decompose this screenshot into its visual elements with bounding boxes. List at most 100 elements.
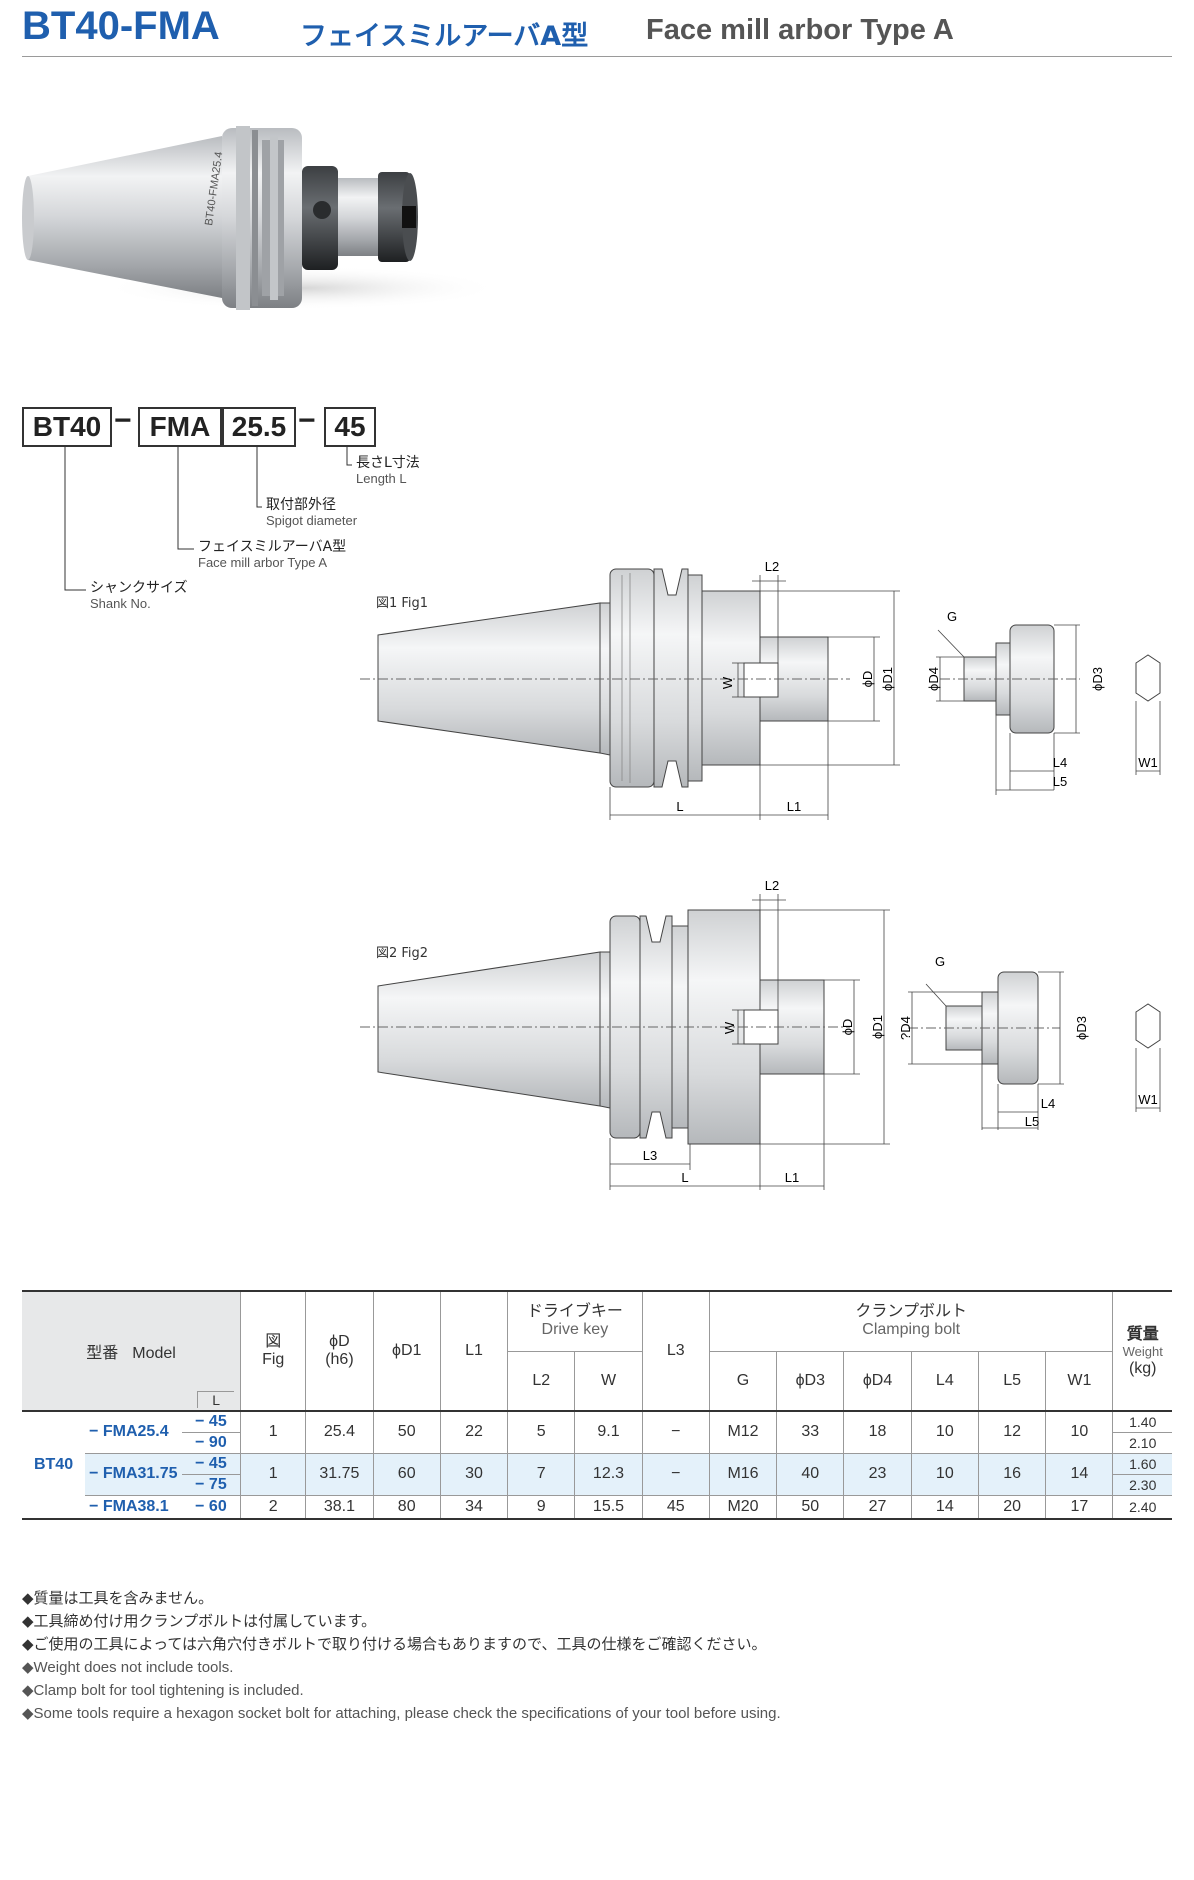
fig2-drawing: L3 L L1 L2 W ϕD ϕD1 G ?D4 ϕD3 L4 L5 W1: [360, 880, 1161, 1190]
fig1-drawing: L L1 L2 W ϕD ϕD1 G ϕD4 ϕD3 L4 L5 W1: [360, 559, 1161, 820]
fig-cell: 1: [240, 1453, 306, 1495]
l5-cell: 20: [977, 1495, 1046, 1519]
fig2-dim-L3: L3: [643, 1148, 657, 1163]
w-cell: 12.3: [574, 1453, 643, 1495]
model-cell: − FMA25.4: [89, 1423, 169, 1441]
d-cell: 25.4: [305, 1411, 374, 1453]
l-cell: − 75: [195, 1475, 227, 1493]
l-cell: − 60: [195, 1497, 227, 1515]
fig2-dim-G: G: [935, 954, 945, 969]
code-legend-type: フェイスミルアーバA型 Face mill arbor Type A: [198, 539, 347, 570]
code-part-spigot: 25.5: [222, 407, 296, 447]
fig1-dim-L4: L4: [1053, 755, 1067, 770]
fig2-dim-L: L: [681, 1170, 688, 1185]
notes: ◆質量は工具を含みません。 ◆工具締め付け用クランプボルトは付属しています。 ◆…: [22, 1587, 781, 1725]
header-D3: ϕD3: [776, 1351, 844, 1411]
fig2-dim-D4: ?D4: [898, 1016, 913, 1040]
table-row: − 90 2.10: [22, 1432, 1172, 1453]
l2-cell: 7: [507, 1453, 575, 1495]
fig1-dim-W: W: [720, 676, 735, 689]
d4-cell: 23: [843, 1453, 912, 1495]
l2-cell: 9: [507, 1495, 575, 1519]
shank-cell: BT40: [33, 1456, 74, 1473]
fig2-dim-L4: L4: [1041, 1096, 1055, 1111]
table-row: BT40 − FMA25.4 − 45 1 25.4 50 22 5 9.1 −…: [22, 1411, 1172, 1473]
fig1-dim-L5: L5: [1053, 774, 1067, 789]
fig-cell: 2: [240, 1495, 306, 1519]
fig2-dim-D1: ϕD1: [870, 1015, 885, 1039]
header-L3: L3: [641, 1291, 710, 1411]
d1-cell: 60: [372, 1453, 441, 1495]
fig1-dim-D: ϕD: [860, 671, 875, 688]
w1-cell: 10: [1045, 1411, 1113, 1453]
l1-cell: 34: [439, 1495, 508, 1519]
product-photo: BT40-FMA25.4: [22, 126, 492, 310]
fig1-dim-W1: W1: [1138, 755, 1158, 770]
header-L2: L2: [507, 1351, 575, 1411]
d-cell: 38.1: [305, 1495, 374, 1519]
table-row: − FMA38.1 − 60 2 38.1 80 34 9 15.5 45 M2…: [22, 1495, 1172, 1519]
header-L: L: [197, 1391, 235, 1408]
l4-cell: 14: [910, 1495, 979, 1519]
d4-cell: 27: [843, 1495, 912, 1519]
weight-cell: 2.40: [1112, 1495, 1172, 1519]
note-socket-en: ◆Some tools require a hexagon socket bol…: [22, 1705, 781, 1722]
l-cell: − 45: [181, 1411, 241, 1433]
code-legend-length: 長さL寸法 Length L: [356, 455, 420, 486]
note-bolt-en: ◆Clamp bolt for tool tightening is inclu…: [22, 1682, 304, 1699]
weight-cell: 1.60: [1112, 1453, 1172, 1475]
l-cell: − 90: [195, 1433, 227, 1451]
fig-cell: 1: [240, 1411, 306, 1453]
fig1-dim-L: L: [676, 799, 683, 814]
w-cell: 15.5: [574, 1495, 643, 1519]
note-socket-jp: ◆ご使用の工具によっては六角穴付きボルトで取り付ける場合もありますので、工具の仕…: [22, 1635, 767, 1653]
weight-cell: 1.40: [1112, 1411, 1172, 1433]
d-cell: 31.75: [305, 1453, 374, 1495]
l3-cell: 45: [641, 1495, 710, 1519]
w1-cell: 14: [1045, 1453, 1113, 1495]
fig1-dim-D3: ϕD3: [1090, 667, 1105, 691]
code-dash-1: −: [114, 404, 132, 437]
fig2-dim-L1: L1: [785, 1170, 799, 1185]
header-W: W: [574, 1351, 643, 1411]
g-cell: M16: [708, 1453, 777, 1495]
fig1-dim-G: G: [947, 609, 957, 624]
d3-cell: 33: [776, 1411, 844, 1453]
d1-cell: 50: [372, 1411, 441, 1453]
fig2-dim-W1: W1: [1138, 1092, 1158, 1107]
l5-cell: 12: [977, 1411, 1046, 1453]
l2-cell: 5: [507, 1411, 575, 1453]
fig2-dim-L2: L2: [765, 880, 779, 893]
fig2-dim-W: W: [722, 1021, 737, 1034]
code-part-length: 45: [324, 407, 376, 447]
note-bolt-jp: ◆工具締め付け用クランプボルトは付属しています。: [22, 1612, 377, 1630]
l4-cell: 10: [910, 1411, 979, 1453]
d4-cell: 18: [843, 1411, 912, 1453]
fig1-dim-D1: ϕD1: [880, 667, 895, 691]
l4-cell: 10: [910, 1453, 979, 1495]
l5-cell: 16: [977, 1453, 1046, 1495]
page-title: BT40-FMA: [22, 4, 220, 48]
model-cell: − FMA31.75: [89, 1465, 178, 1482]
table-row: − FMA31.75 − 45 1 31.75 60 30 7 12.3 − M…: [22, 1453, 1172, 1495]
l3-cell: −: [641, 1411, 710, 1453]
code-legend-spigot: 取付部外径 Spigot diameter: [266, 497, 358, 528]
header-D1: ϕD1: [372, 1291, 441, 1411]
fig2-dim-D3: ϕD3: [1074, 1016, 1089, 1040]
weight-cell: 2.30: [1112, 1474, 1172, 1495]
fig1-dim-D4: ϕD4: [926, 667, 941, 691]
l-cell: − 45: [181, 1453, 241, 1475]
fig1-label: 図1 Fig1: [376, 596, 429, 611]
l1-cell: 22: [439, 1411, 508, 1453]
g-cell: M12: [708, 1411, 777, 1453]
header-L1: L1: [439, 1291, 508, 1411]
header-D: ϕD(h6): [305, 1291, 374, 1411]
header-W1: W1: [1045, 1351, 1113, 1411]
header-L5: L5: [977, 1351, 1046, 1411]
header-D4: ϕD4: [843, 1351, 912, 1411]
header-G: G: [708, 1351, 777, 1411]
